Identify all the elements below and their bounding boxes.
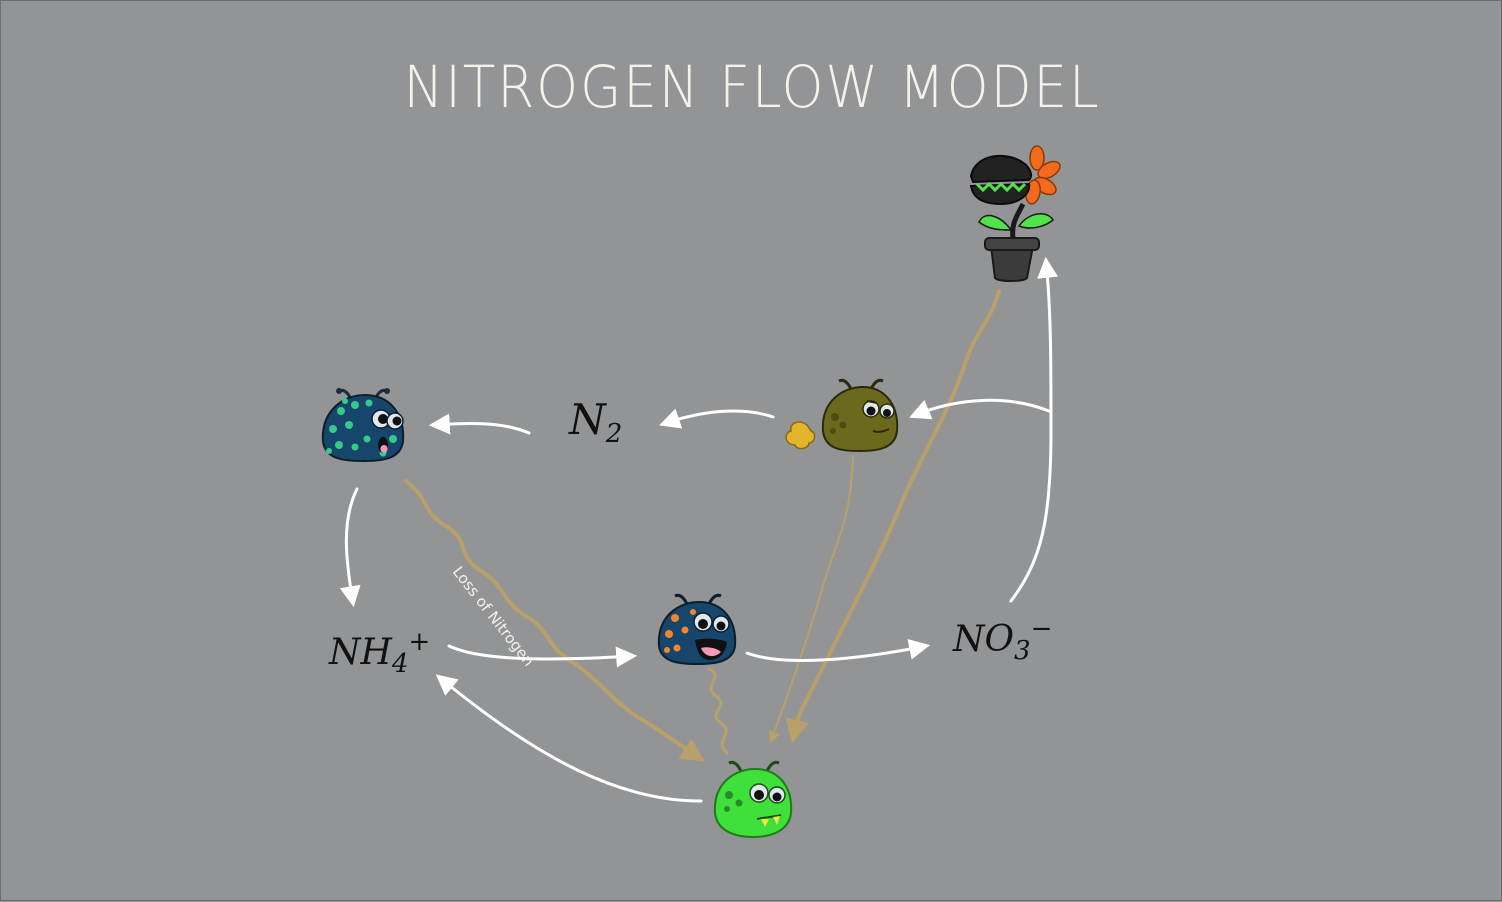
diagram-title: NITROGEN FLOW MODEL xyxy=(403,53,1101,121)
no3-symbol: NO xyxy=(953,619,1015,660)
arrow-n2-to-fixer xyxy=(428,413,531,435)
n2-subscript: 2 xyxy=(605,419,623,449)
loss-arrow-fixer-to-decomposer xyxy=(404,479,706,762)
arrow-no3-to-plant xyxy=(1009,256,1059,603)
olive-microbe-icon xyxy=(785,378,899,453)
arrow-nitrifier-to-no3 xyxy=(745,638,931,662)
loss-arrow-nitrifier-to-decomposer xyxy=(707,667,729,755)
loss-arrow-denitrifier-to-decomposer xyxy=(768,455,854,744)
loss-arrow-plant-to-decomposer xyxy=(785,289,1001,744)
n2-label: N2 xyxy=(569,399,623,449)
nh4-subscript: 4 xyxy=(391,649,409,679)
arrow-fixer-to-nh4 xyxy=(339,487,361,608)
no3-label: NO3− xyxy=(953,616,1052,664)
nh4-symbol: NH xyxy=(329,632,392,673)
arrow-decomposer-to-nh4 xyxy=(435,674,703,803)
nh4-charge: + xyxy=(408,627,431,657)
arrow-denitrifier-to-n2 xyxy=(659,408,775,429)
n2-symbol: N xyxy=(569,395,606,444)
carnivorous-plant-icon xyxy=(969,145,1061,282)
nh4-label: NH4+ xyxy=(329,629,430,677)
blue-spotted-microbe-icon xyxy=(321,388,405,463)
green-microbe-icon xyxy=(713,760,793,839)
no3-charge: − xyxy=(1030,614,1053,644)
no3-subscript: 3 xyxy=(1014,636,1031,666)
arrow-no3-to-denitrifier xyxy=(909,398,1051,420)
arrow-nh4-to-nitrifier xyxy=(447,644,638,668)
blue-orange-spotted-microbe-icon xyxy=(657,593,737,666)
